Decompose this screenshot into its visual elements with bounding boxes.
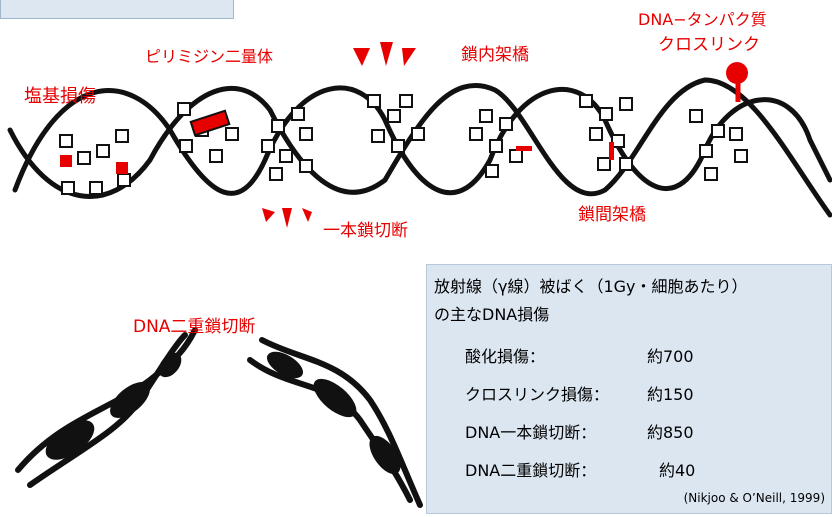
label-single-strand-break: 一本鎖切断 — [323, 221, 408, 241]
info-row-value: 約700 — [647, 347, 694, 366]
break-wedge — [353, 48, 370, 66]
protein-blob — [726, 62, 748, 84]
dsb-fill — [45, 351, 401, 475]
strand-b — [7, 77, 832, 218]
info-row-value: 約150 — [647, 385, 694, 404]
base-damage-mark — [60, 155, 72, 167]
dsb-left-strand-a — [15, 327, 198, 473]
base-damage-mark-2 — [116, 162, 128, 174]
intrastrand-crosslink-mark — [516, 146, 532, 151]
label-pyrimidine-dimer: ピリミジン二量体 — [145, 47, 274, 66]
citation: (Nikjoo & O’Neill, 1999) — [683, 491, 825, 505]
info-title-line1: 放射線（γ線）被ばく（1Gy・細胞あたり） — [434, 277, 748, 296]
label-double-strand-break: DNA二重鎖切断 — [133, 317, 256, 337]
label-interstrand-crosslink: 鎖間架橋 — [578, 205, 646, 225]
base-pairs — [59, 94, 748, 195]
dna-strands — [7, 77, 832, 218]
info-row-label: クロスリンク損傷： — [465, 385, 610, 404]
pyrimidine-dimer-mark — [189, 109, 231, 137]
damage-markers — [60, 42, 748, 228]
break-wedge — [262, 208, 275, 222]
info-row-value: 約40 — [659, 461, 696, 480]
dsb-right-strand-b — [259, 337, 423, 508]
dsb-left-strand-b — [27, 332, 188, 488]
label-base-damage: 塩基損傷 — [24, 86, 96, 107]
damage-info-panel: 放射線（γ線）被ばく（1Gy・細胞あたり） の主なDNA損傷 酸化損傷： 約70… — [426, 264, 832, 514]
info-row-label: DNA二重鎖切断： — [465, 461, 597, 480]
dsb-fragments — [15, 327, 423, 508]
break-wedge — [380, 42, 393, 66]
info-row-label: 酸化損傷： — [465, 347, 546, 366]
interstrand-crosslink-mark — [609, 142, 614, 160]
label-dna-protein-line2: クロスリンク — [658, 35, 760, 55]
break-wedge — [302, 208, 312, 222]
break-wedge — [402, 48, 416, 66]
top-panel-fragment — [0, 0, 234, 19]
break-wedge — [282, 208, 292, 228]
info-title-line2: の主なDNA損傷 — [434, 305, 550, 324]
info-row-value: 約850 — [647, 423, 694, 442]
info-row-label: DNA一本鎖切断： — [465, 423, 597, 442]
label-dna-protein-line1: DNA−タンパク質 — [638, 10, 767, 29]
label-intrastrand-crosslink: 鎖内架橋 — [461, 45, 529, 65]
